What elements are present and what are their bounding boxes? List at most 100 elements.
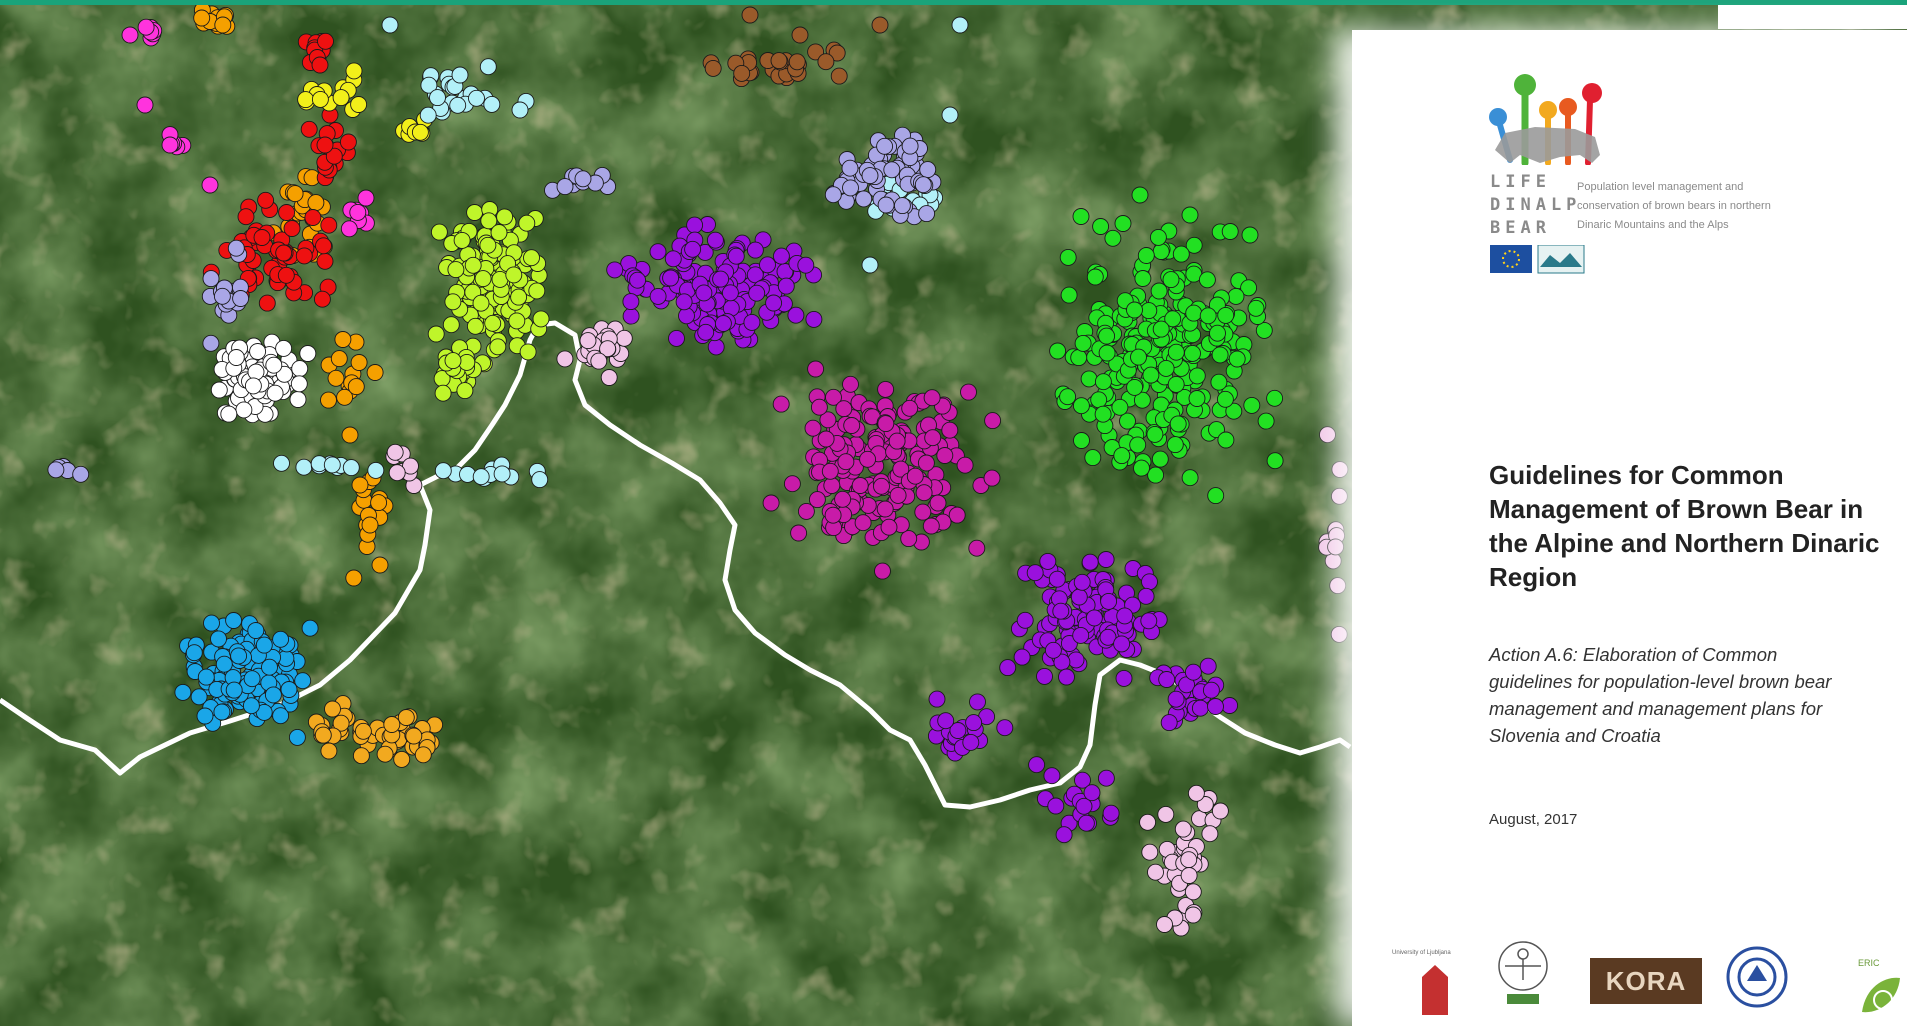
gps-point [712, 270, 730, 288]
gps-point [859, 450, 877, 468]
gps-point [1210, 373, 1228, 391]
gps-point [824, 186, 842, 204]
gps-point [447, 261, 465, 279]
gps-point [923, 389, 941, 407]
gps-point [336, 388, 354, 406]
gps-point [232, 290, 250, 307]
gps-point [704, 59, 722, 77]
gps-point [283, 220, 301, 237]
gps-point [449, 96, 467, 114]
gps-point [842, 375, 859, 393]
gps-point [1247, 299, 1265, 317]
gps-point [1221, 223, 1239, 240]
gps-point [1158, 671, 1176, 688]
gps-point [1162, 271, 1180, 289]
gps-point [1048, 570, 1066, 588]
gps-point [190, 688, 208, 706]
gps-point [965, 714, 983, 732]
gps-point [1080, 370, 1098, 388]
cluster-gold [307, 695, 444, 768]
gps-point [383, 716, 401, 733]
gps-point [1090, 391, 1108, 409]
gps-point [1085, 609, 1103, 627]
gps-point [480, 212, 498, 230]
gps-point [695, 284, 713, 302]
gps-point [185, 644, 203, 662]
gps-point [466, 204, 484, 221]
gps-point [1070, 349, 1088, 367]
document-cover-page [1352, 30, 1907, 1026]
gps-point [235, 401, 253, 419]
gps-point [393, 750, 411, 768]
gps-point [1152, 243, 1170, 260]
gps-point [877, 196, 895, 214]
gps-point [1181, 469, 1199, 487]
gps-point [825, 388, 842, 406]
gps-point [1225, 402, 1243, 420]
gps-point [508, 312, 526, 330]
gps-point [590, 352, 608, 370]
gps-point [1199, 307, 1217, 325]
gps-point [1327, 538, 1345, 556]
gps-point [1240, 279, 1258, 297]
gps-point [877, 380, 895, 398]
gps-point [900, 530, 918, 548]
gps-point [1055, 826, 1073, 844]
gps-point [969, 693, 986, 711]
gps-point [805, 310, 823, 328]
gps-point [819, 411, 837, 429]
gps-point [519, 343, 537, 361]
gps-point [770, 52, 788, 70]
gps-point [960, 383, 977, 401]
gps-point [874, 562, 891, 580]
gps-point [196, 707, 214, 725]
gps-point [332, 714, 350, 732]
gps-point [342, 459, 360, 477]
eu-and-natura-flags-icon [1490, 245, 1585, 274]
gps-point [1039, 552, 1057, 570]
gps-point [697, 323, 715, 341]
gps-point [357, 189, 375, 207]
gps-point [1026, 564, 1044, 582]
gps-point [746, 241, 764, 259]
gps-point [951, 16, 969, 34]
gps-point [1149, 228, 1167, 246]
gps-point [686, 216, 704, 234]
gps-point [388, 464, 406, 482]
gps-point [861, 256, 879, 274]
gps-point [1097, 769, 1115, 787]
gps-point [759, 256, 776, 274]
gps-point [1072, 397, 1090, 415]
gps-point [1185, 304, 1203, 322]
gps-point [1094, 373, 1112, 391]
gps-point [532, 310, 550, 328]
gps-point [873, 477, 890, 495]
gps-point [1196, 796, 1214, 813]
gps-point [121, 26, 139, 44]
gps-point [468, 89, 485, 107]
gps-point [649, 243, 667, 261]
gps-point [1207, 698, 1224, 715]
gps-point [968, 539, 986, 557]
gps-point [203, 614, 220, 632]
gps-point [327, 369, 345, 387]
gps-point [804, 419, 822, 437]
gps-point [237, 208, 255, 226]
gps-point [622, 293, 640, 311]
gps-point [1150, 282, 1168, 300]
gps-point [1097, 551, 1115, 568]
gps-point [453, 231, 471, 249]
gps-point [334, 331, 352, 348]
document-subtitle: Action A.6: Elaboration of Common guidel… [1489, 644, 1832, 746]
gps-point [1111, 398, 1129, 416]
gps-point [1099, 628, 1117, 646]
gps-point [257, 191, 275, 209]
bear-gps-clusters [47, 5, 1349, 937]
gps-point [225, 612, 243, 629]
gps-point [402, 457, 419, 475]
gps-point [1086, 268, 1104, 286]
gps-point [1133, 391, 1151, 409]
gps-point [1084, 449, 1102, 467]
gps-point [1083, 784, 1101, 802]
gps-point [1184, 906, 1202, 924]
